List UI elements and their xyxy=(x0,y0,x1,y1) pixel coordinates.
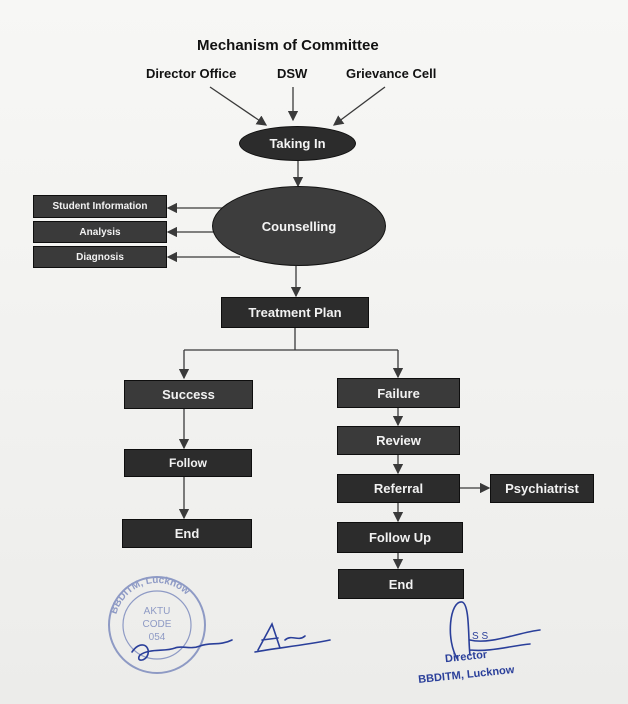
node-psychiatrist: Psychiatrist xyxy=(490,474,594,503)
node-student-information: Student Information xyxy=(33,195,167,218)
node-analysis: Analysis xyxy=(33,221,167,243)
svg-text:CODE: CODE xyxy=(143,619,172,630)
node-treatment-plan: Treatment Plan xyxy=(221,297,369,328)
node-end-left: End xyxy=(122,519,252,548)
node-review: Review xyxy=(337,426,460,455)
source-dsw: DSW xyxy=(277,66,308,81)
source-director-office: Director Office xyxy=(146,66,237,81)
node-success: Success xyxy=(124,380,253,409)
arrow-grievance-to-taking-in xyxy=(332,86,386,126)
node-end-right: End xyxy=(338,569,464,599)
node-follow-up: Follow Up xyxy=(337,522,463,553)
node-counselling: Counselling xyxy=(212,186,386,266)
node-diagnosis: Diagnosis xyxy=(33,246,167,268)
diagram-title: Mechanism of Committee xyxy=(197,37,379,54)
arrow-director-to-taking-in xyxy=(209,86,268,126)
signature-left xyxy=(131,639,233,661)
source-grievance-cell: Grievance Cell xyxy=(346,66,437,81)
node-follow: Follow xyxy=(124,449,252,477)
signature-middle xyxy=(254,621,331,653)
node-taking-in: Taking In xyxy=(239,126,356,161)
svg-text:054: 054 xyxy=(149,632,166,643)
svg-text:AKTU: AKTU xyxy=(144,606,171,617)
node-referral: Referral xyxy=(337,474,460,503)
signature-initials: S S xyxy=(472,631,489,642)
signature-right xyxy=(449,601,541,661)
node-failure: Failure xyxy=(337,378,460,408)
